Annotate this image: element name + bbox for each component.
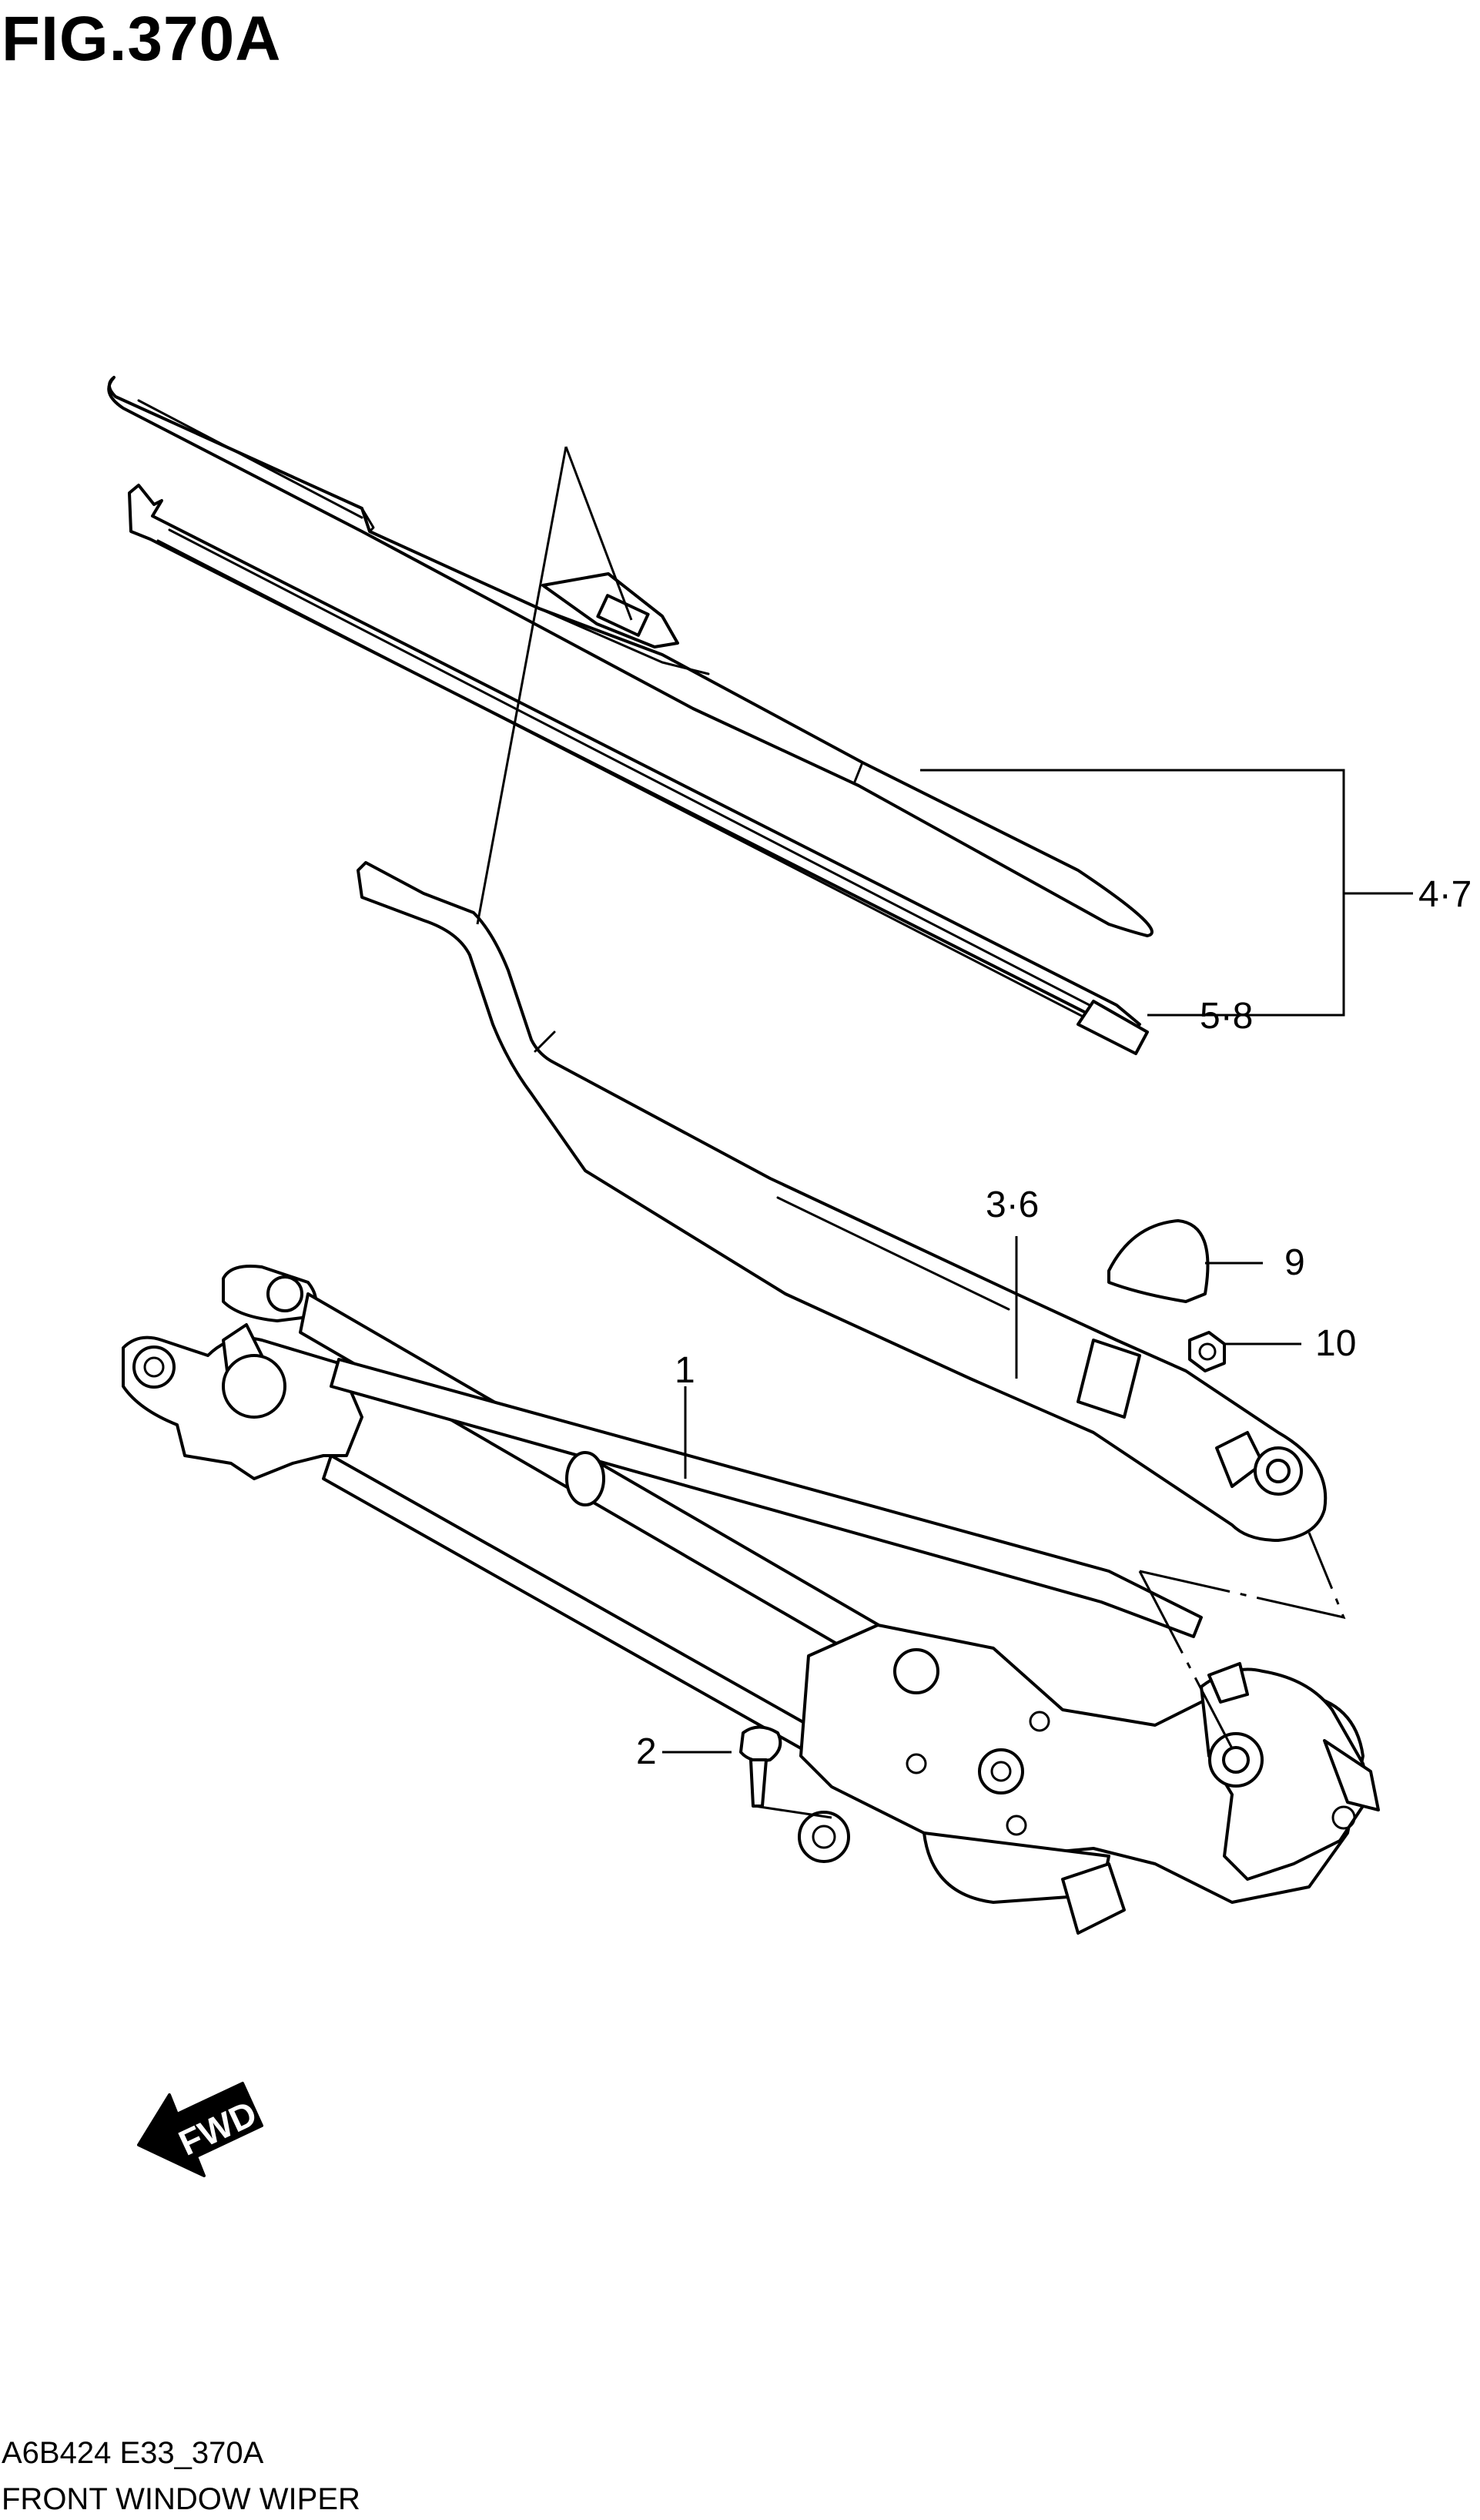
- wiper-blade-assembly: [107, 376, 1154, 937]
- arm-cap: [1107, 1219, 1210, 1303]
- figure-caption: FRONT WINDOW WIPER: [2, 2482, 360, 2516]
- figure-code: A6B424 E33_370A: [2, 2436, 264, 2470]
- fwd-arrow-icon: FWD: [137, 2082, 263, 2177]
- figure-title: FIG.370A: [2, 4, 281, 74]
- blade-rubber-refill: [128, 484, 1149, 1055]
- wiper-linkage: [122, 1265, 1380, 1935]
- callout-5-8: 5·8: [1200, 996, 1253, 1037]
- callout-3-6: 3·6: [986, 1185, 1039, 1225]
- callout-1: 1: [675, 1350, 695, 1391]
- arm-nut: [1188, 1331, 1226, 1372]
- callout-9: 9: [1284, 1242, 1305, 1283]
- wiper-arm: [357, 861, 1328, 1542]
- callout-10: 10: [1315, 1323, 1356, 1364]
- leader-lines: [476, 446, 1413, 1819]
- callout-4-7: 4·7: [1418, 874, 1472, 915]
- callout-2: 2: [636, 1731, 657, 1772]
- mount-bolt: [739, 1725, 782, 1808]
